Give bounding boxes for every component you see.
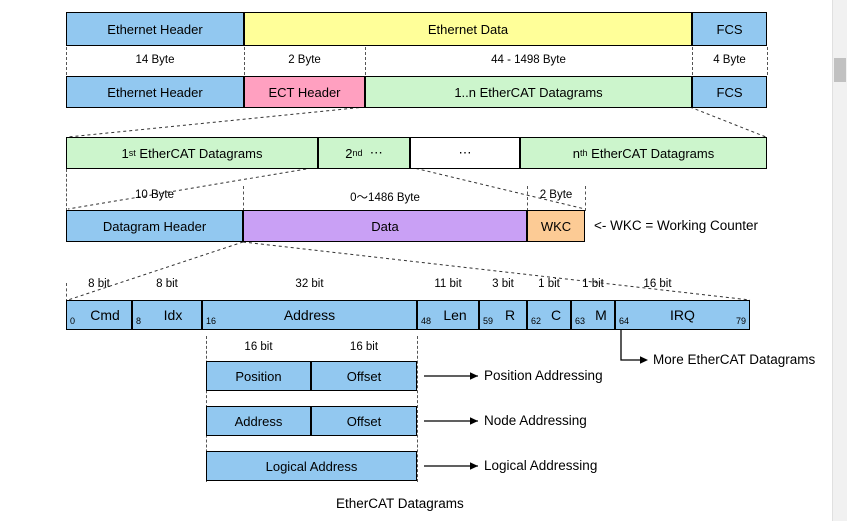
- field-c-start: 62: [531, 316, 542, 326]
- cell-ethernet-header-2: Ethernet Header: [66, 76, 244, 108]
- field-m-start: 63: [575, 316, 586, 326]
- size-label-14byte: 14 Byte: [135, 54, 175, 66]
- field-address: 16 Address: [202, 300, 417, 330]
- bit-size-m: 1 bit: [582, 278, 604, 290]
- label-position-addressing: Position Addressing: [484, 368, 603, 383]
- addr-bit-label-1: 16 bit: [244, 341, 273, 353]
- field-len: 48 Len: [417, 300, 479, 330]
- dgm-size-data: 0～1486 Byte: [350, 192, 420, 204]
- bit-size-c: 1 bit: [538, 278, 560, 290]
- more-datagrams-label: More EtherCAT Datagrams: [653, 352, 816, 367]
- cell-ethercat-datagrams: 1..n EtherCAT Datagrams: [365, 76, 692, 108]
- datagram-2nd-ellipsis: ⋯: [369, 145, 383, 160]
- addr-divider-right: [417, 336, 418, 482]
- field-address-start: 16: [206, 316, 217, 326]
- cell-ect-header: ECT Header: [244, 76, 365, 108]
- cell-wkc: WKC: [527, 210, 585, 242]
- field-irq: 64 IRQ 79: [615, 300, 750, 330]
- field-m: 63 M: [571, 300, 615, 330]
- vertical-scrollbar-thumb[interactable]: [834, 58, 846, 82]
- label-node-addressing: Node Addressing: [484, 413, 587, 428]
- field-address-name: Address: [283, 307, 336, 323]
- cell-data: Data: [243, 210, 527, 242]
- dgm-divider-1: [243, 186, 244, 211]
- addr-bit-label-2: 16 bit: [349, 341, 379, 353]
- field-idx-name: Idx: [163, 307, 183, 323]
- datagram-nth-ordinal: n: [572, 145, 581, 161]
- bit-divider-left: [66, 283, 67, 302]
- field-r: 59 R: [479, 300, 527, 330]
- size-label-4byte: 4 Byte: [713, 54, 746, 66]
- size-label-payload: 44 - 1498 Byte: [491, 54, 566, 66]
- datagram-2nd-ordinal: 2: [345, 145, 353, 161]
- field-len-name: Len: [443, 307, 467, 323]
- size-divider-3: [692, 47, 693, 75]
- dgm-divider-2: [527, 186, 528, 211]
- diagram-caption: EtherCAT Datagrams: [336, 496, 464, 511]
- cell-node-address: Address: [206, 406, 311, 436]
- size-divider-2: [365, 47, 366, 75]
- cell-datagram-ellipsis: ⋯: [410, 137, 520, 169]
- datagram-1st-label: EtherCAT Datagrams: [139, 145, 263, 161]
- vertical-scrollbar-track[interactable]: [832, 0, 847, 521]
- field-idx-start: 8: [136, 316, 142, 326]
- bit-size-r: 3 bit: [492, 278, 514, 290]
- cell-ethernet-data: Ethernet Data: [244, 12, 692, 46]
- cell-ethernet-header-1: Ethernet Header: [66, 12, 244, 46]
- datagram-nth-suffix: th: [580, 148, 588, 158]
- bit-size-idx: 8 bit: [156, 278, 178, 290]
- cell-position: Position: [206, 361, 311, 391]
- field-c-name: C: [550, 307, 562, 323]
- bit-size-cmd: 8 bit: [88, 278, 110, 290]
- cell-datagram-header: Datagram Header: [66, 210, 243, 242]
- datagram-1st-suffix: st: [128, 148, 136, 158]
- cell-node-offset: Offset: [311, 406, 417, 436]
- datagram-nth-label: EtherCAT Datagrams: [591, 145, 715, 161]
- dgm-divider-left: [66, 169, 67, 211]
- datagram-1st-ordinal: 1: [121, 145, 129, 161]
- dgm-size-wkc: 2 Byte: [539, 189, 573, 201]
- field-cmd-start: 0: [70, 316, 76, 326]
- cell-position-offset: Offset: [311, 361, 417, 391]
- dgm-size-header: 10 Byte: [135, 189, 174, 201]
- size-divider-1: [244, 47, 245, 75]
- field-cmd: 0 Cmd: [66, 300, 132, 330]
- field-cmd-name: Cmd: [90, 307, 120, 323]
- size-divider-left: [66, 47, 67, 75]
- field-idx: 8 Idx: [132, 300, 202, 330]
- wkc-note: <- WKC = Working Counter: [594, 218, 759, 233]
- cell-logical-address: Logical Address: [206, 451, 417, 481]
- field-m-name: M: [595, 307, 607, 323]
- bit-size-irq: 16 bit: [643, 278, 672, 290]
- datagram-2nd-suffix: nd: [352, 148, 363, 158]
- label-logical-addressing: Logical Addressing: [484, 458, 598, 473]
- field-irq-end: 79: [735, 316, 746, 326]
- field-r-start: 59: [483, 316, 494, 326]
- size-divider-right: [767, 47, 768, 75]
- dgm-divider-right: [585, 186, 586, 211]
- field-irq-start: 64: [619, 316, 630, 326]
- field-c: 62 C: [527, 300, 571, 330]
- field-len-start: 48: [421, 316, 432, 326]
- size-label-2byte: 2 Byte: [288, 54, 321, 66]
- field-r-name: R: [504, 307, 516, 323]
- cell-fcs-1: FCS: [692, 12, 767, 46]
- bit-size-address: 32 bit: [295, 278, 324, 290]
- cell-fcs-2: FCS: [692, 76, 767, 108]
- bit-size-len: 11 bit: [434, 278, 462, 290]
- field-irq-name: IRQ: [670, 307, 695, 323]
